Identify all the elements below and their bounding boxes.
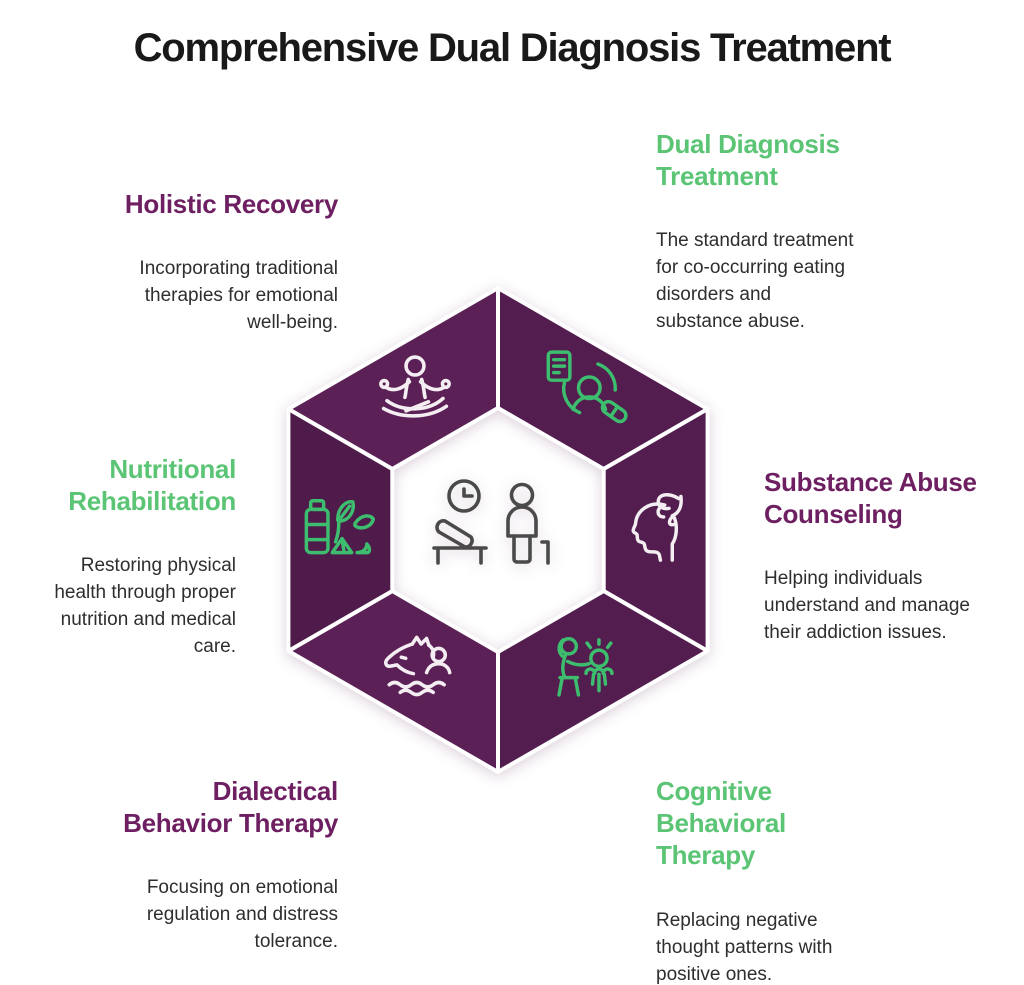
holistic-recovery-description: Incorporating traditional therapies for … — [139, 258, 338, 334]
patient-record-pill-icon — [546, 350, 628, 424]
section-holistic-recovery: Holistic Recovery Incorporating traditio… — [38, 170, 338, 355]
dual-diagnosis-heading: Dual Diagnosis Treatment — [656, 129, 840, 192]
hand-on-head-icon — [631, 493, 683, 562]
nutritional-rehabilitation-description: Restoring physical health through proper… — [54, 555, 236, 658]
holistic-recovery-heading: Holistic Recovery — [124, 189, 338, 219]
section-cognitive-behavioral-therapy: Cognitive Behavioral Therapy Replacing n… — [656, 757, 956, 985]
section-dual-diagnosis-treatment: Dual Diagnosis Treatment The standard tr… — [656, 110, 956, 354]
hexagon-diagram — [286, 286, 710, 774]
section-substance-abuse-counseling: Substance Abuse Counseling Helping indiv… — [764, 448, 1020, 665]
therapy-session-icon — [432, 479, 550, 565]
dbt-heading: Dialectical Behavior Therapy — [123, 776, 338, 839]
hexagon-segment-nutrition — [286, 407, 395, 653]
page-title: Comprehensive Dual Diagnosis Treatment — [133, 26, 892, 70]
cbt-description: Replacing negative thought patterns with… — [656, 909, 833, 985]
section-dialectical-behavior-therapy: Dialectical Behavior Therapy Focusing on… — [38, 757, 338, 974]
section-nutritional-rehabilitation: Nutritional Rehabilitation Restoring phy… — [10, 435, 236, 679]
supplements-nutrition-icon — [304, 499, 376, 555]
substance-abuse-heading: Substance Abuse Counseling — [764, 467, 977, 530]
equine-therapy-icon — [384, 635, 452, 697]
meditation-icon — [379, 355, 451, 418]
therapist-with-child-icon — [557, 637, 614, 697]
substance-abuse-description: Helping individuals understand and manag… — [764, 568, 970, 644]
nutritional-rehabilitation-heading: Nutritional Rehabilitation — [68, 454, 236, 517]
dual-diagnosis-description: The standard treatment for co-occurring … — [656, 230, 854, 333]
cbt-heading: Cognitive Behavioral Therapy — [656, 776, 786, 871]
dbt-description: Focusing on emotional regulation and dis… — [146, 877, 338, 953]
